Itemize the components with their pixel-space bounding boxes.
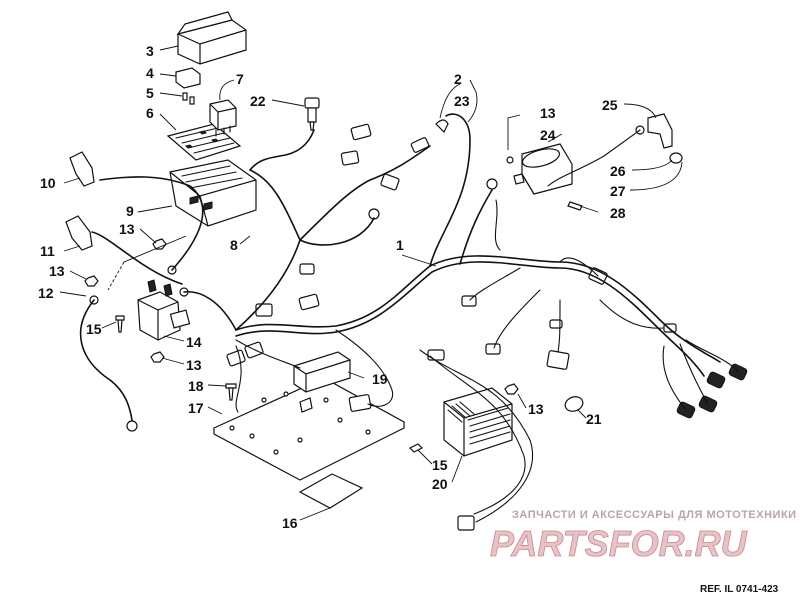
watermark-logo: PARTSFOR.RU <box>490 523 748 564</box>
callout-22: 22 <box>250 93 266 109</box>
callout-21: 21 <box>586 411 602 427</box>
callout-8: 8 <box>230 237 238 253</box>
fuse-relay-housing <box>169 159 257 227</box>
callout-16: 16 <box>282 515 298 531</box>
callout-27: 27 <box>610 183 626 199</box>
callout-13-b: 13 <box>49 263 65 279</box>
callout-28: 28 <box>610 205 626 221</box>
ignition-coil <box>506 143 573 195</box>
mounting-plate <box>212 377 406 481</box>
wire-clamp <box>564 396 584 412</box>
callout-15-a: 15 <box>86 321 102 337</box>
callout-15-b: 15 <box>432 457 448 473</box>
temp-sensor <box>304 97 320 131</box>
right-connectors <box>461 267 748 419</box>
callout-13-c: 13 <box>186 357 202 373</box>
starter-solenoid <box>137 279 191 341</box>
screw-18 <box>225 383 237 401</box>
callout-19: 19 <box>372 371 388 387</box>
callout-18: 18 <box>188 378 204 394</box>
main-harness <box>79 113 739 523</box>
relay <box>209 99 237 137</box>
callout-14: 14 <box>186 334 202 350</box>
callout-6: 6 <box>146 105 154 121</box>
callout-9: 9 <box>126 203 134 219</box>
callout-24: 24 <box>540 127 556 143</box>
nuts-13 <box>84 238 519 395</box>
callout-26: 26 <box>610 163 626 179</box>
callout-20: 20 <box>432 476 448 492</box>
spark-plug-cap <box>635 113 673 149</box>
reference-number: REF. IL 0741-423 <box>700 584 779 595</box>
callout-1: 1 <box>396 237 404 253</box>
watermark-tagline: ЗАПЧАСТИ И АКСЕССУАРЫ ДЛЯ МОТОТЕХНИКИ <box>512 509 797 521</box>
watermark: ЗАПЧАСТИ И АКСЕССУАРЫ ДЛЯ МОТОТЕХНИКИ PA… <box>490 509 797 564</box>
callout-7: 7 <box>236 71 244 87</box>
ring-terminals <box>89 178 498 432</box>
fuse-box-cover <box>176 11 247 65</box>
cdi-module <box>293 351 351 393</box>
screw-28 <box>567 201 583 211</box>
cap-boot <box>669 152 683 164</box>
callout-11: 11 <box>40 243 55 259</box>
callout-13-a: 13 <box>119 221 135 237</box>
callout-3: 3 <box>146 43 154 59</box>
callout-13-e: 13 <box>540 105 556 121</box>
callout-17: 17 <box>188 400 204 416</box>
callout-23: 23 <box>454 93 470 109</box>
callout-5: 5 <box>146 85 154 101</box>
voltage-regulator <box>443 387 513 457</box>
callout-12: 12 <box>38 285 54 301</box>
terminal-boot-11 <box>65 215 93 251</box>
callout-10: 10 <box>40 175 56 191</box>
fuse-block <box>175 67 201 89</box>
leader-lines <box>59 45 683 521</box>
callout-13-d: 13 <box>528 401 544 417</box>
connector-cluster-2 <box>340 119 449 191</box>
small-fuses <box>182 92 195 105</box>
terminal-boot-10 <box>69 151 95 187</box>
bolt-15 <box>115 315 424 453</box>
callout-labels: 1 2 3 4 5 6 7 8 9 10 11 12 13 13 13 13 1… <box>38 43 626 531</box>
fuse-panel <box>166 123 242 161</box>
callout-2: 2 <box>454 71 462 87</box>
center-connectors <box>226 263 475 531</box>
callout-4: 4 <box>146 65 154 81</box>
foam-pad <box>298 473 364 509</box>
callout-25: 25 <box>602 97 618 113</box>
